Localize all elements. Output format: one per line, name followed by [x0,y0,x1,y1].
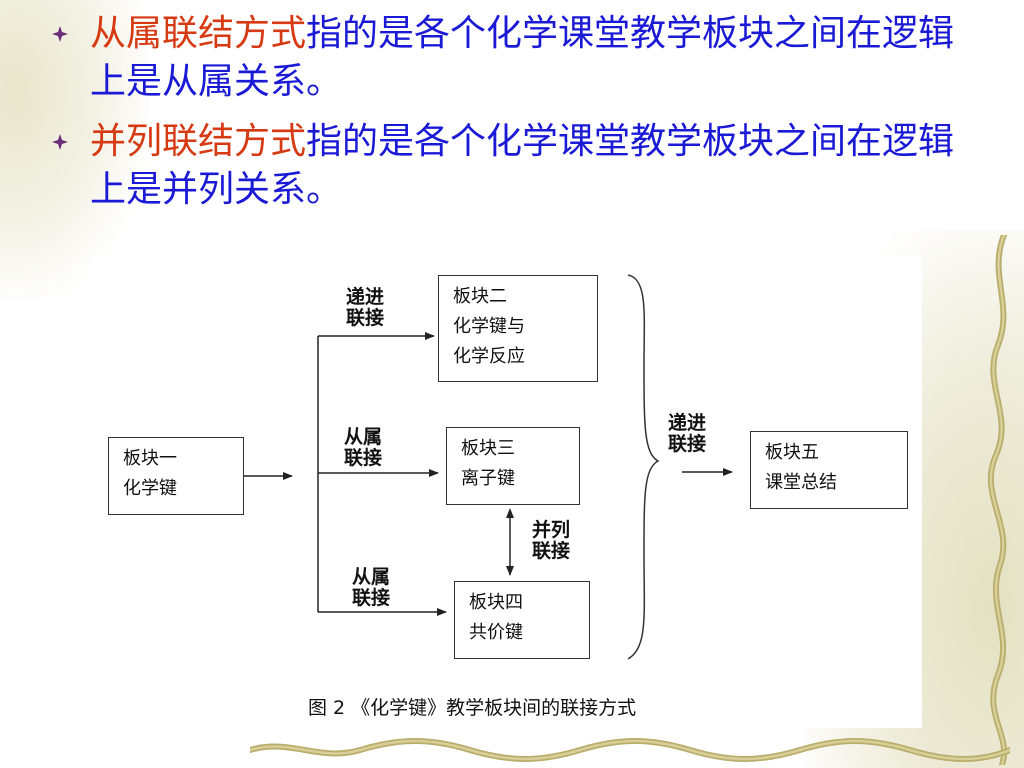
label-line: 联接 [668,433,707,455]
term-parallel: 并列联结方式 [90,121,307,162]
box-subtitle: 化学键与 [453,316,525,337]
bullet-text: 从属联结方式指的是各个化学课堂教学板块之间在逻辑上是从属关系。 [90,10,970,106]
box-title: 板块五 [765,442,819,463]
label-progressive-right: 递进 联接 [668,413,706,455]
label-line: 并列 [532,519,571,541]
label-progressive-top: 递进 联接 [346,287,384,329]
curly-brace [627,274,660,660]
label-line: 从属 [344,426,383,448]
label-line: 联接 [344,447,383,469]
box-subtitle: 化学键 [123,478,177,499]
label-line: 联接 [346,307,385,329]
label-subordinate-bottom: 从属 联接 [352,567,390,609]
vine-decoration-right [988,235,1008,765]
bullet-item-subordinate: 从属联结方式指的是各个化学课堂教学板块之间在逻辑上是从属关系。 [50,10,970,106]
label-line: 递进 [668,412,707,434]
box-subtitle: 化学反应 [453,346,525,367]
figure-caption: 图 2 《化学键》教学板块间的联接方式 [308,697,637,719]
box-subtitle: 课堂总结 [765,472,837,493]
diamond-bullet-icon [52,26,68,42]
label-line: 联接 [352,587,391,609]
box-block-2: 板块二 化学键与 化学反应 [438,275,598,382]
bullet-list: 从属联结方式指的是各个化学课堂教学板块之间在逻辑上是从属关系。 并列联结方式指的… [50,10,970,226]
term-subordinate: 从属联结方式 [90,13,307,54]
bullet-text: 并列联结方式指的是各个化学课堂教学板块之间在逻辑上是并列关系。 [90,118,970,214]
box-block-3: 板块三 离子键 [446,427,580,505]
bullet-description: 指的是各个化学课堂教学板块之间在逻辑上是并列关系。 [90,121,955,210]
box-block-1: 板块一 化学键 [108,437,244,515]
vine-decoration-bottom [250,738,1010,762]
label-line: 从属 [352,566,391,588]
box-subtitle: 离子键 [461,468,515,489]
linkage-diagram: 板块一 化学键 板块二 化学键与 化学反应 板块三 离子键 板块四 共价键 板块… [92,255,922,728]
box-block-5: 板块五 课堂总结 [750,431,908,509]
box-title: 板块二 [453,286,507,307]
bullet-description: 指的是各个化学课堂教学板块之间在逻辑上是从属关系。 [90,13,955,102]
box-subtitle: 共价键 [469,622,523,643]
label-subordinate-mid: 从属 联接 [344,427,382,469]
box-block-4: 板块四 共价键 [454,581,590,659]
box-title: 板块三 [461,438,515,459]
label-line: 递进 [346,286,385,308]
label-parallel: 并列 联接 [532,520,570,562]
diagram-connectors [244,274,733,660]
bullet-item-parallel: 并列联结方式指的是各个化学课堂教学板块之间在逻辑上是并列关系。 [50,118,970,214]
label-line: 联接 [532,540,571,562]
box-title: 板块一 [123,448,177,469]
box-title: 板块四 [469,592,523,613]
background-decoration-left [0,0,150,300]
diamond-bullet-icon [52,134,68,150]
